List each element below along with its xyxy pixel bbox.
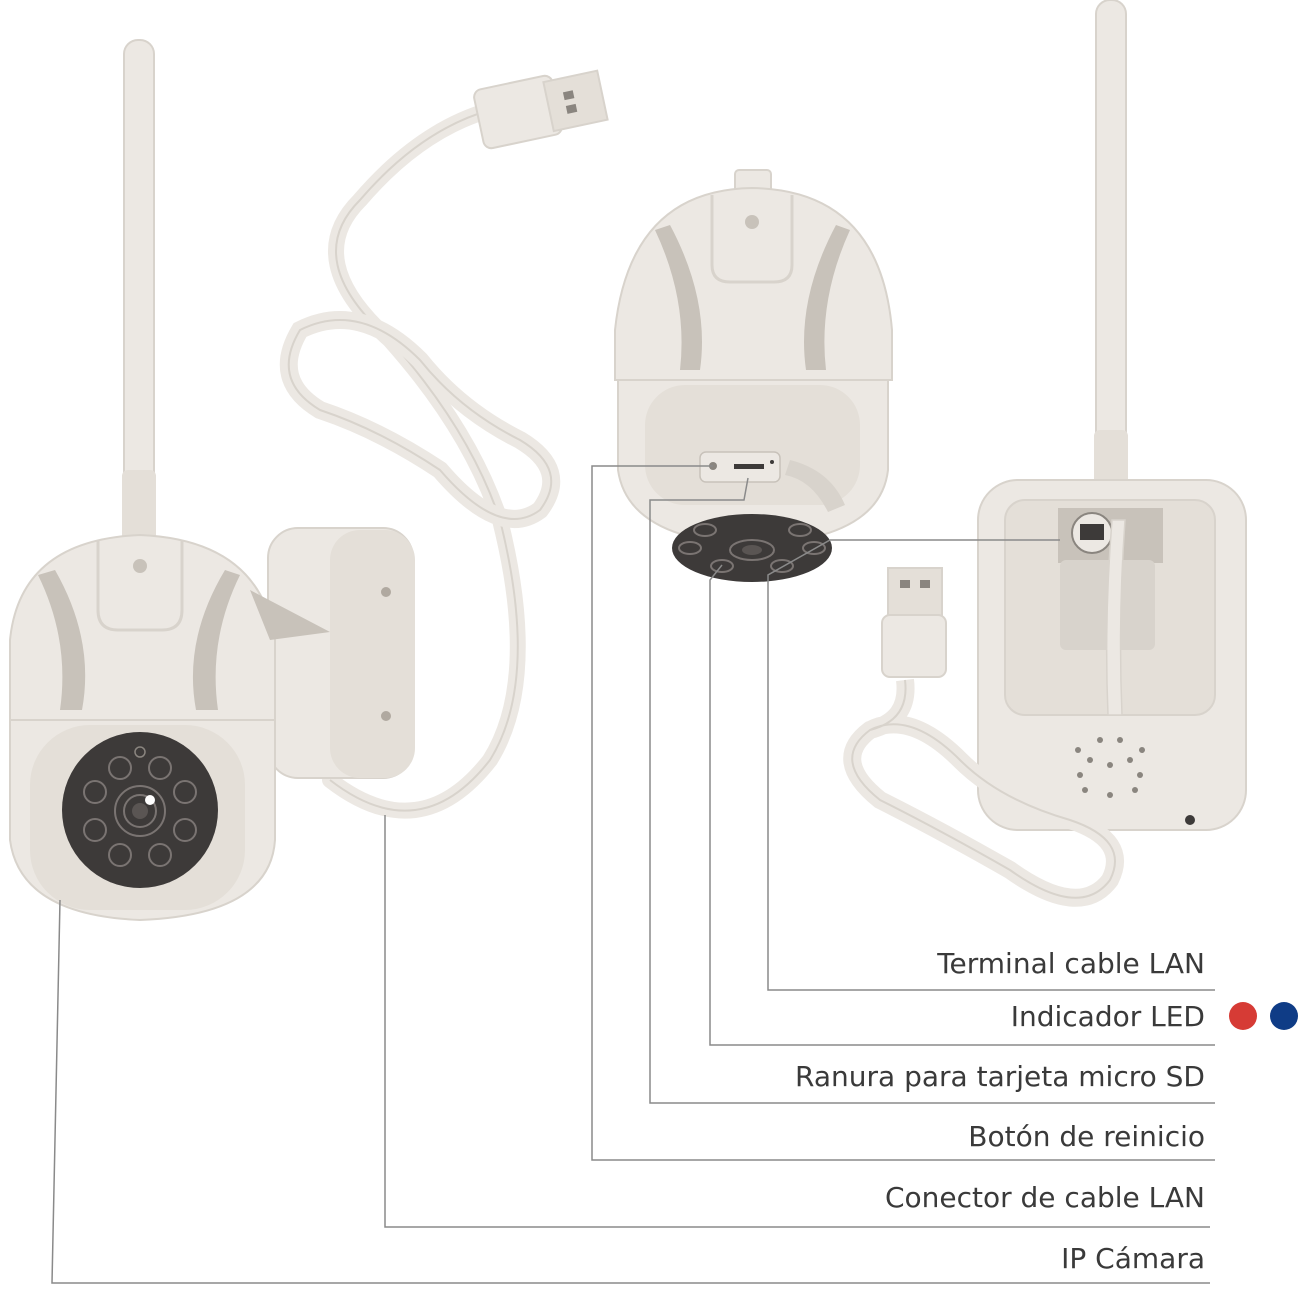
led-red-dot	[1229, 1002, 1257, 1030]
speaker-grille	[1075, 737, 1145, 798]
label-sd-slot: Ranura para tarjeta micro SD	[795, 1060, 1205, 1093]
label-led-indicator: Indicador LED	[1010, 1000, 1205, 1033]
camera-back-view	[843, 0, 1247, 907]
leader-lan-terminal	[767, 539, 1215, 991]
leader-ip-camera	[51, 899, 1210, 1284]
ir-led-ring	[83, 756, 197, 867]
label-lan-terminal: Terminal cable LAN	[937, 947, 1205, 980]
led-blue-dot	[1270, 1002, 1298, 1030]
camera-front-view	[9, 39, 609, 922]
label-ip-camera: IP Cámara	[1061, 1242, 1205, 1275]
label-reset-button: Botón de reinicio	[968, 1120, 1205, 1153]
leader-sd-slot	[649, 477, 1215, 1104]
leader-reset-button	[591, 465, 1215, 1161]
camera-bottom-view	[614, 169, 893, 582]
label-lan-connector: Conector de cable LAN	[884, 1181, 1205, 1214]
leader-lan-connector	[384, 815, 1210, 1228]
leader-led-indicator	[709, 564, 1215, 1046]
leader-lines	[51, 465, 1215, 1284]
